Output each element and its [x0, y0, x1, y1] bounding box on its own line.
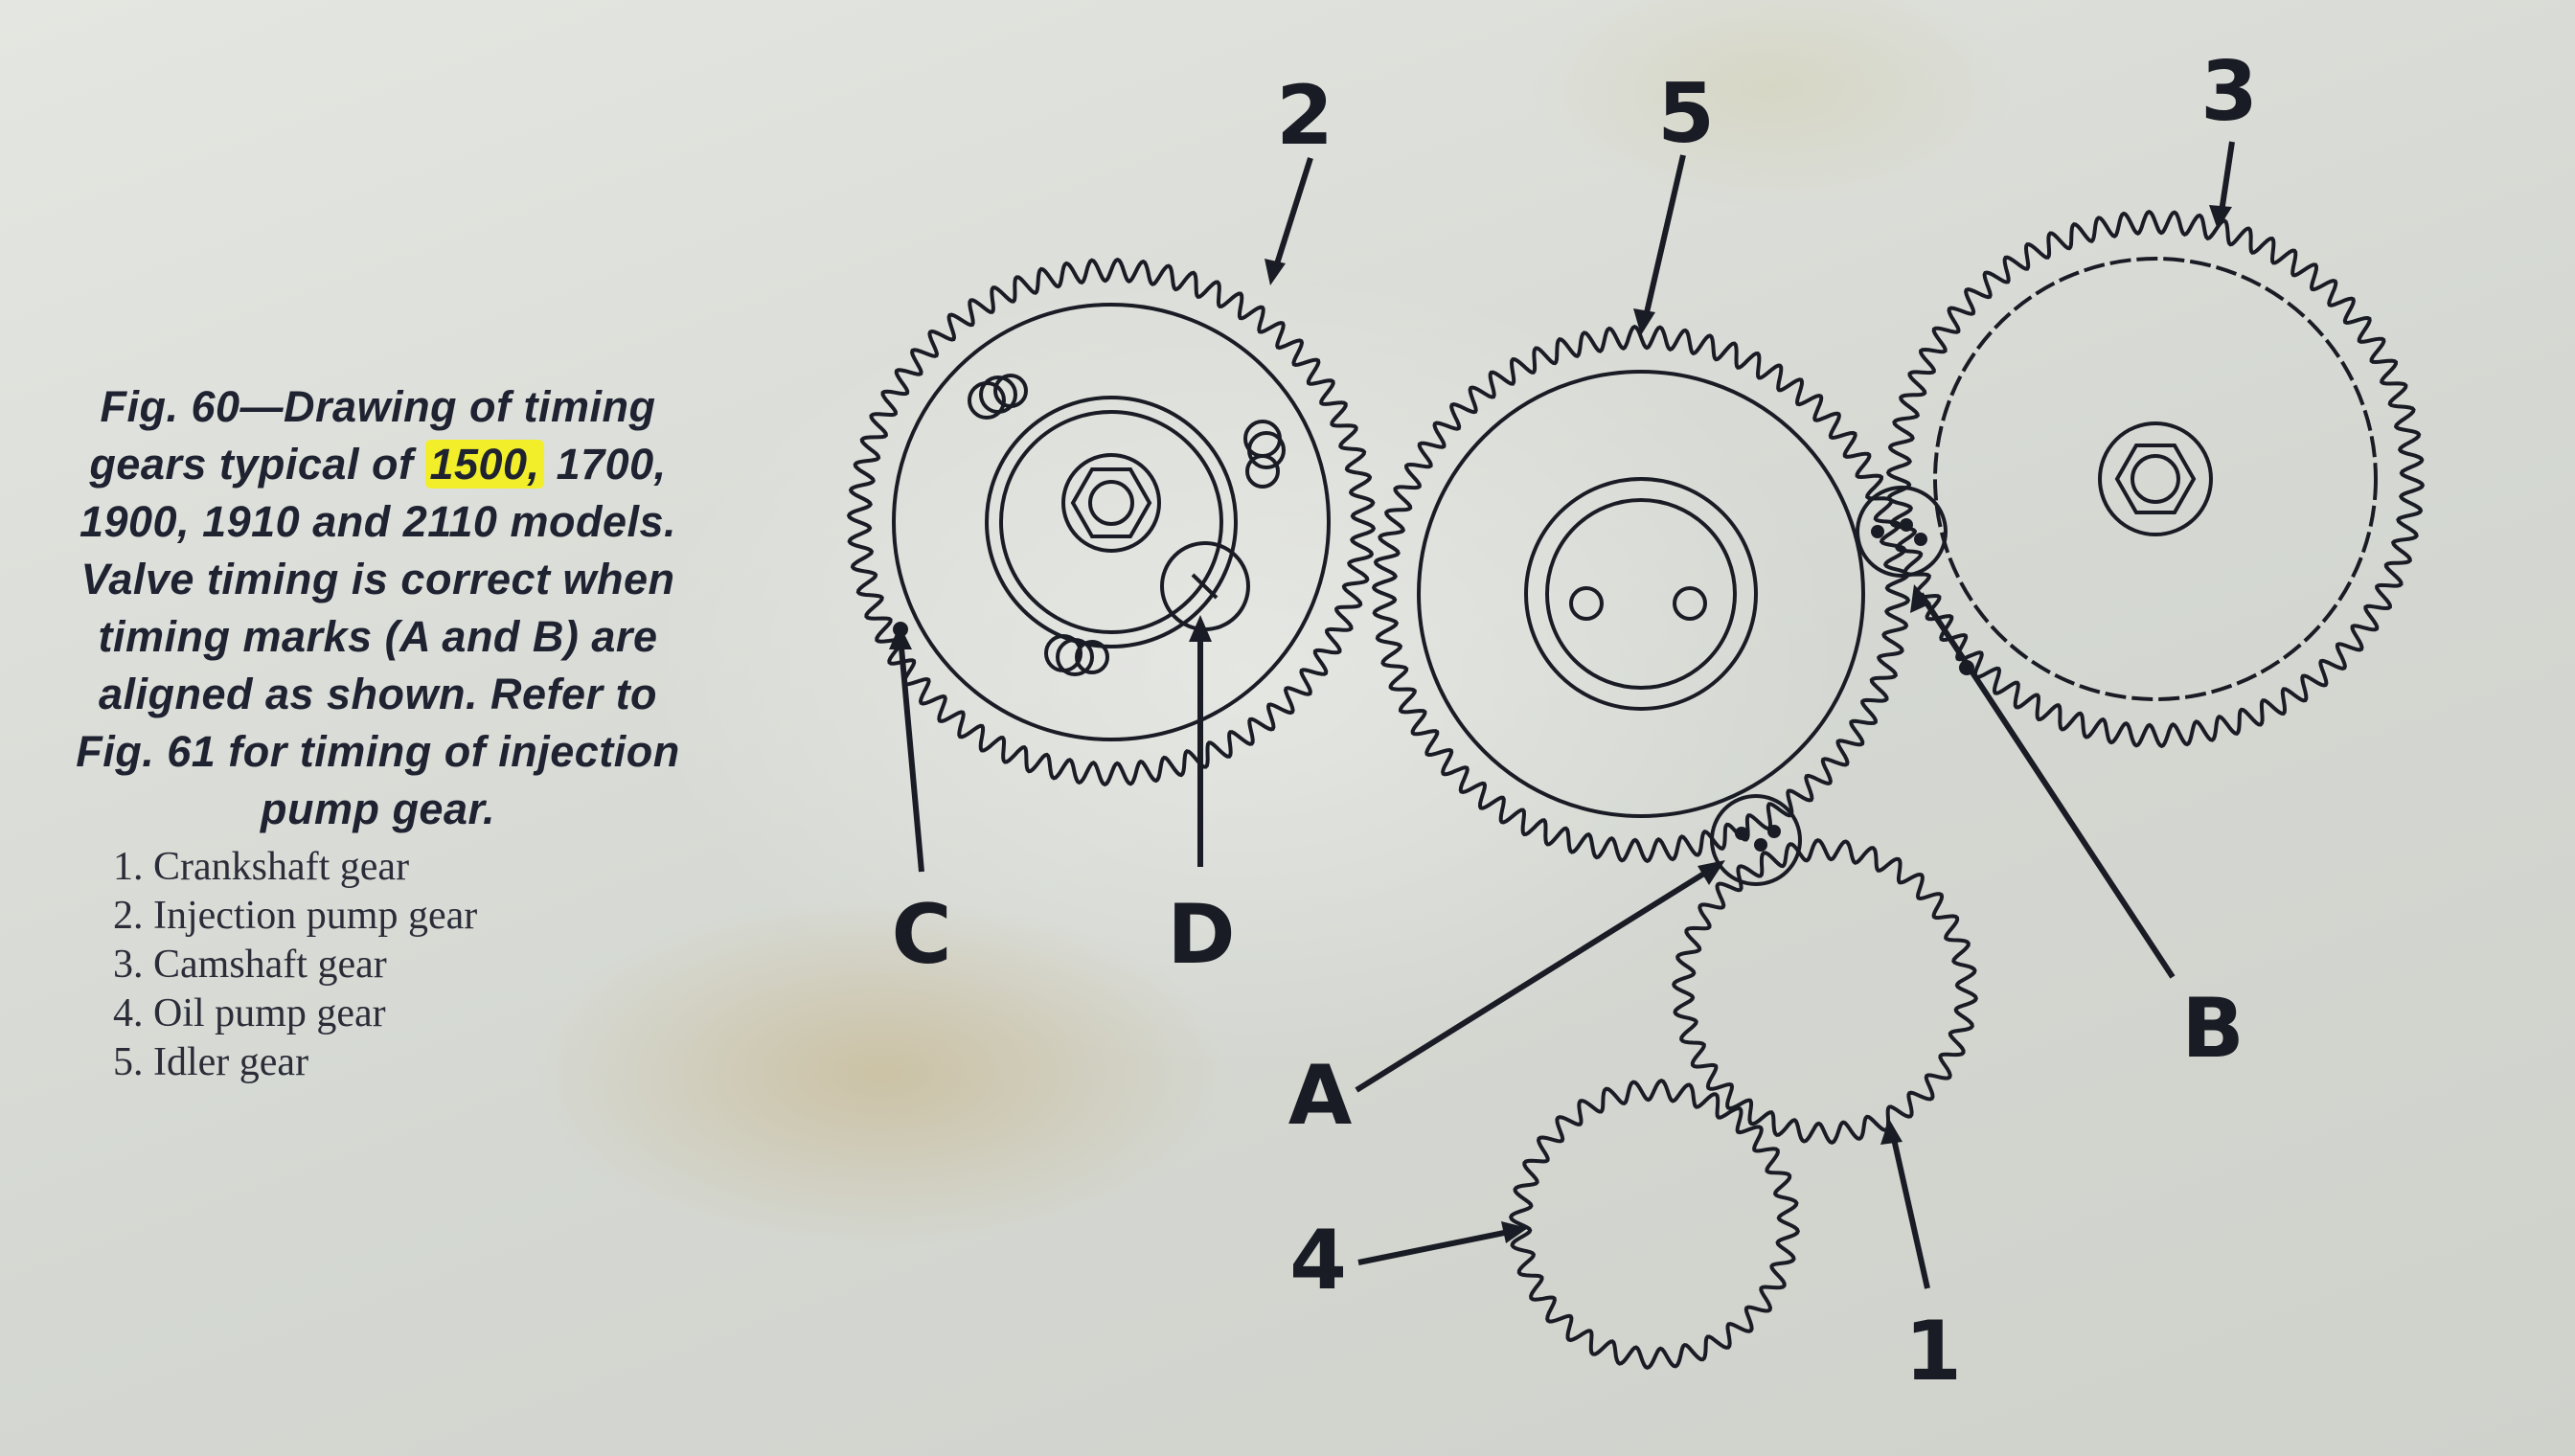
callout-gear-2: 2 [1276, 68, 1333, 164]
leader-mark-c [898, 636, 924, 873]
timing-mark-a-circle [1710, 794, 1802, 886]
injection-pump-gear-nut-ring [1061, 453, 1161, 553]
camshaft-gear-washer [2098, 421, 2213, 536]
legend-item-camshaft: 3. Camshaft gear [113, 943, 387, 987]
timing-mark-b-dot-3 [1914, 533, 1927, 546]
caption-line-4: Valve timing is correct when [80, 555, 675, 603]
caption-figure-number: Fig. 60 [100, 382, 240, 431]
legend-item-oil-pump: 4. Oil pump gear [113, 991, 386, 1035]
timing-mark-a-dot-3 [1767, 825, 1781, 838]
injection-pump-gear-hub-inner [999, 410, 1223, 634]
leader-arrowheads [889, 205, 2232, 1243]
injection-pump-gear-nut [1070, 467, 1152, 538]
leader-gear2 [1271, 157, 1313, 274]
figure-caption: Fig. 60—Drawing of timing gears typical … [21, 378, 735, 838]
timing-mark-b-dot-2 [1900, 518, 1913, 532]
oil-pump-gear-teeth [1509, 1079, 1800, 1370]
caption-line-2-end: 1700, [543, 440, 667, 489]
callout-mark-a: A [1288, 1048, 1353, 1144]
timing-mark-a-dot-2 [1754, 838, 1767, 852]
legend-item-crankshaft: 1. Crankshaft gear [113, 845, 410, 889]
highlighted-model-1500: 1500, [425, 440, 544, 489]
camshaft-gear-shaft [2131, 454, 2180, 504]
camshaft-gear-rim [1933, 257, 2378, 701]
injection-pump-gear-rim [892, 303, 1331, 741]
injection-pump-gear-hub-outer [985, 396, 1238, 648]
injection-pump-gear-bolt-holes [968, 374, 1286, 676]
timing-mark-b-dot-1 [1871, 525, 1884, 538]
idler-gear-hole-right [1673, 586, 1707, 621]
callout-gear-5: 5 [1657, 66, 1715, 162]
caption-line-2-start: gears typical of [89, 440, 426, 489]
legend-item-injection-pump: 2. Injection pump gear [113, 894, 478, 938]
idler-gear [1371, 324, 1911, 864]
camshaft-gear-nut [2114, 444, 2197, 514]
callout-gear-1: 1 [1904, 1304, 1962, 1399]
timing-mark-d-tick [1191, 573, 1219, 600]
timing-mark-a-dot-1 [1735, 827, 1748, 840]
crankshaft-gear-teeth [1672, 838, 1978, 1145]
idler-gear-hub-outer [1524, 477, 1758, 711]
caption-line-3: 1900, 1910 and 2110 models. [79, 497, 677, 546]
injection-pump-gear-teeth [846, 257, 1377, 787]
callout-mark-d: D [1167, 887, 1235, 983]
caption-title-start: Drawing of timing [284, 382, 656, 431]
caption-line-5: timing marks (A and B) are [98, 612, 658, 661]
timing-mark-b-circle [1856, 486, 1948, 578]
leader-lines [898, 141, 2235, 1289]
caption-line-6: aligned as shown. Refer to [98, 670, 658, 718]
injection-pump-gear [846, 257, 1377, 787]
caption-line-2: gears typical of 1500, 1700, [21, 436, 735, 493]
idler-gear-teeth [1371, 324, 1911, 864]
injection-pump-gear-shaft [1088, 480, 1134, 526]
leader-mark-b [1918, 592, 2176, 979]
camshaft-gear-teeth [1885, 209, 2426, 749]
gear-legend: 1. Crankshaft gear 2. Injection pump gea… [113, 843, 477, 1087]
idler-gear-rim [1417, 370, 1865, 818]
leader-gear4 [1357, 1228, 1515, 1265]
leader-gear1 [1889, 1129, 1930, 1289]
idler-gear-hub-inner [1545, 498, 1737, 690]
caption-line-7: Fig. 61 for timing of injection [76, 727, 680, 776]
caption-line-8: pump gear. [260, 785, 496, 833]
leader-gear5 [1642, 154, 1686, 322]
caption-dash: — [239, 382, 285, 431]
crankshaft-gear [1672, 838, 1978, 1145]
caption-line-1: Fig. 60—Drawing of timing [21, 378, 735, 436]
leader-mark-a [1355, 864, 1717, 1093]
camshaft-gear [1885, 209, 2426, 749]
callout-mark-b: B [2181, 981, 2245, 1077]
callout-mark-c: C [891, 887, 951, 983]
legend-item-idler: 5. Idler gear [113, 1040, 309, 1084]
leader-gear3 [2218, 141, 2235, 219]
idler-gear-hole-left [1569, 586, 1604, 621]
callout-gear-3: 3 [2200, 44, 2258, 140]
callout-gear-4: 4 [1289, 1213, 1347, 1308]
oil-pump-gear [1509, 1079, 1800, 1370]
